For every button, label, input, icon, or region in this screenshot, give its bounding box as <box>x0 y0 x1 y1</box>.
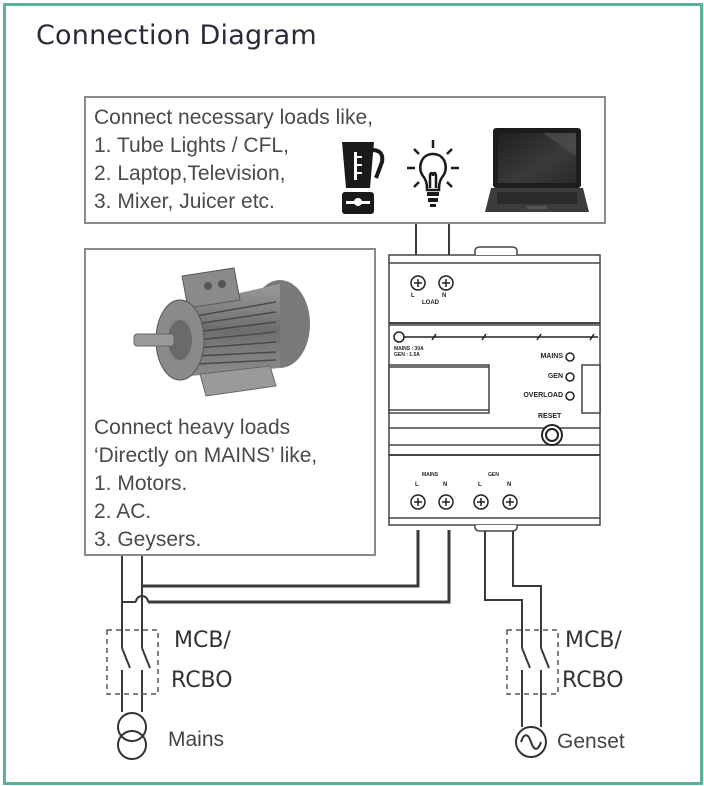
indicator-gen-label: GEN <box>547 373 563 380</box>
genset-source-label: Genset <box>557 730 625 753</box>
mains-breaker-label-1: MCB/ <box>174 628 231 653</box>
laptop-icon <box>485 128 589 212</box>
mains-wire-n <box>142 530 420 588</box>
rating-gen: GEN : 1.5A <box>394 352 420 358</box>
heavy-loads-heading: Connect heavy loads <box>94 416 291 439</box>
mains-group-label: MAINS <box>422 472 439 478</box>
overload-led <box>565 391 575 401</box>
indicator-overload-label: OVERLOAD <box>523 392 563 399</box>
heavy-loads-text: Connect heavy loads ‘Directly on MAINS’ … <box>94 414 317 554</box>
necessary-load-item: 2. Laptop,Television, <box>94 162 286 185</box>
necessary-loads-box: Connect necessary loads like, 1. Tube Li… <box>84 96 606 224</box>
heavy-load-item: 1. Motors. <box>94 472 188 495</box>
heavy-loads-subheading: ‘Directly on MAINS’ like, <box>94 444 318 467</box>
ac-source-icon <box>515 726 547 758</box>
reset-label: RESET <box>538 413 562 420</box>
page-title: Connection Diagram <box>36 20 317 51</box>
reset-button <box>541 424 563 446</box>
gen-wire-n <box>512 526 542 648</box>
necessary-loads-text: Connect necessary loads like, 1. Tube Li… <box>94 104 373 216</box>
genset-breaker-outline <box>506 629 559 695</box>
mains-l-label: L <box>415 482 419 488</box>
gen-group-label: GEN <box>488 472 499 478</box>
load-n-label: N <box>442 293 447 299</box>
gen-n-label: N <box>507 482 512 488</box>
gen-led <box>565 372 575 382</box>
rating-mains: MAINS : 30A <box>394 346 424 352</box>
transformer-icon <box>117 712 147 760</box>
genset-breaker-label-1: MCB/ <box>565 628 622 653</box>
heavy-loads-box: Connect heavy loads ‘Directly on MAINS’ … <box>84 248 376 556</box>
rating-text: MAINS : 30A GEN : 1.5A <box>394 346 424 358</box>
gen-wire-l <box>484 526 523 648</box>
indicator-leds <box>565 352 575 401</box>
changeover-device <box>388 246 601 532</box>
necessary-load-item: 3. Mixer, Juicer etc. <box>94 190 275 213</box>
mains-wire-l <box>148 530 451 604</box>
mains-breaker-outline <box>106 629 159 695</box>
diagram-frame <box>3 3 703 785</box>
breaker-line-symbol <box>393 331 598 343</box>
light-bulb-icon <box>407 140 459 207</box>
mains-breaker-label-2: RCBO <box>171 668 233 693</box>
indicator-mains-label: MAINS <box>540 353 563 360</box>
load-l-label: L <box>411 293 415 299</box>
necessary-loads-heading: Connect necessary loads like, <box>94 106 373 129</box>
heavy-load-item: 3. Geysers. <box>94 528 202 551</box>
load-label: LOAD <box>422 300 439 306</box>
gen-l-label: L <box>478 482 482 488</box>
electric-motor-image <box>133 267 310 397</box>
heavy-load-item: 2. AC. <box>94 500 152 523</box>
mains-source-label: Mains <box>168 728 225 751</box>
mains-n-label: N <box>443 482 448 488</box>
genset-breaker-label-2: RCBO <box>562 668 624 693</box>
mains-led <box>565 352 575 362</box>
terminal-screws <box>410 275 518 510</box>
necessary-load-item: 1. Tube Lights / CFL, <box>94 134 289 157</box>
blender-icon <box>342 142 385 214</box>
